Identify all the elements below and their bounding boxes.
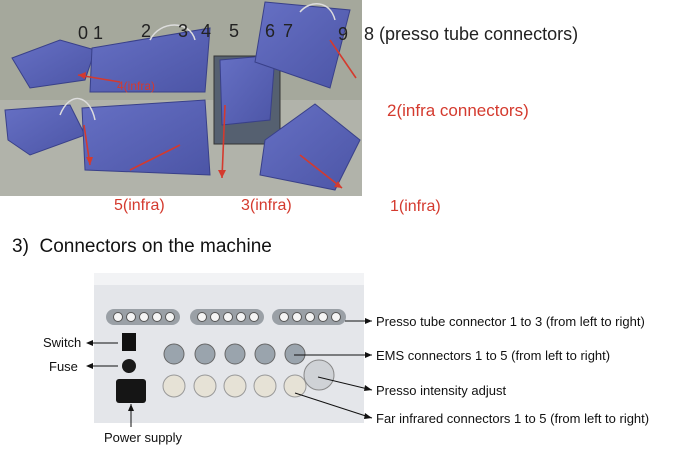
garment-arm-bottom — [4, 104, 86, 156]
section-title: Connectors on the machine — [39, 236, 272, 257]
infra-3-label: 3(infra) — [241, 197, 292, 214]
presso-intensity-callout: Presso intensity adjust — [376, 383, 507, 398]
number-label-3: 3 — [178, 21, 189, 41]
number-label-0: 0 — [78, 23, 89, 43]
far-infrared-connectors — [162, 374, 307, 398]
far-infrared-callout: Far infrared connectors 1 to 5 (from lef… — [376, 411, 650, 426]
machine-panel-photo — [94, 273, 364, 423]
number-label-4: 4 — [201, 21, 212, 41]
section-number: 3) — [12, 236, 29, 257]
garment-top-right — [254, 1, 351, 89]
infra-5-label: 5(infra) — [114, 197, 165, 214]
switch-label: Switch — [43, 335, 82, 350]
number-label-6: 6 — [265, 21, 276, 41]
number-label-1: 1 — [93, 23, 104, 43]
fuse-holder — [122, 359, 136, 373]
infra-4-label: 4(infra) — [117, 79, 156, 93]
arrow-infra-5b — [129, 144, 181, 171]
presso-intensity-knob — [303, 359, 335, 391]
garment-leg-bottom — [81, 99, 211, 176]
garments-illustration — [0, 0, 362, 196]
arrow-infra-1 — [299, 154, 343, 189]
ems-connectors — [163, 343, 306, 365]
arrow-infra-2 — [329, 39, 357, 79]
number-label-7: 7 — [283, 21, 294, 41]
garment-arm-top — [11, 39, 96, 89]
number-label-2: 2 — [141, 21, 152, 41]
power-supply-label: Power supply — [104, 430, 183, 445]
section-heading: 3) Connectors on the machine — [12, 236, 272, 258]
machine-panel-illustration — [94, 273, 364, 423]
presso-tube-connectors — [106, 309, 346, 325]
garment-bottom-right — [259, 103, 361, 191]
ems-callout: EMS connectors 1 to 5 (from left to righ… — [376, 348, 611, 363]
infra-2-label: 2(infra connectors) — [387, 101, 529, 120]
presso-tube-callout: Presso tube connector 1 to 3 (from left … — [376, 314, 645, 329]
number-label-5: 5 — [229, 21, 240, 41]
number-label-8: 8 — [364, 24, 375, 44]
power-switch — [122, 333, 136, 351]
presso-tube-label: (presso tube connectors) — [379, 24, 579, 44]
arrow-infra-3 — [221, 104, 226, 179]
garments-photo — [0, 0, 362, 196]
power-socket — [116, 379, 146, 403]
infra-1-label: 1(infra) — [390, 198, 441, 215]
fuse-label: Fuse — [49, 359, 78, 374]
number-label-9: 9 — [338, 24, 349, 44]
